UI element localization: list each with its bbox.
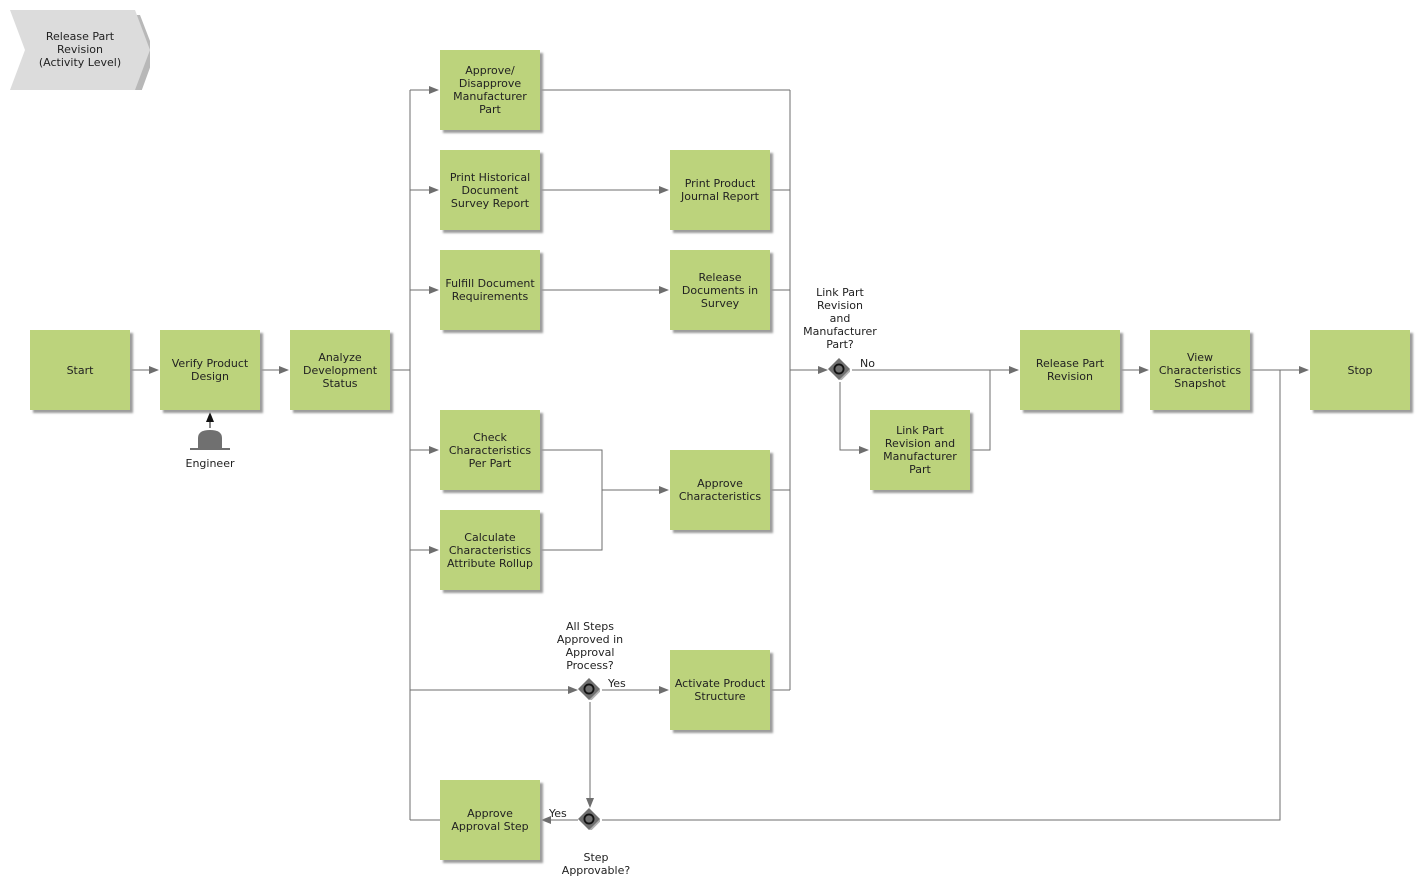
person-icon — [190, 430, 230, 450]
task-check-characteristics[interactable]: Check Characteristics Per Part — [440, 410, 540, 490]
task-link-part-revision[interactable]: Link Part Revision and Manufacturer Part — [870, 410, 970, 490]
task-print-journal-report[interactable]: Print Product Journal Report — [670, 150, 770, 230]
task-activate-label: Activate Product Structure — [674, 677, 766, 703]
gateway-step-approvable[interactable] — [578, 808, 600, 830]
task-release-docs-label: Release Documents in Survey — [681, 270, 759, 310]
task-verify-label: Verify Product Design — [171, 357, 249, 383]
gateway-link-part-label: Link Part Revision and Manufacturer Part… — [803, 286, 877, 351]
task-calculate-characteristics[interactable]: Calculate Characteristics Attribute Roll… — [440, 510, 540, 590]
task-verify-product-design[interactable]: Verify Product Design — [160, 330, 260, 410]
task-print-journal-label: Print Product Journal Report — [680, 177, 759, 203]
task-approve-step-label: Approve Approval Step — [451, 807, 529, 833]
task-start[interactable]: Start — [30, 330, 130, 410]
task-activate-product-structure[interactable]: Activate Product Structure — [670, 650, 770, 730]
task-fulfill-document-requirements[interactable]: Fulfill Document Requirements — [440, 250, 540, 330]
gateway-step-approvable-label: Step Approvable? — [561, 851, 631, 877]
task-view-characteristics-snapshot[interactable]: View Characteristics Snapshot — [1150, 330, 1250, 410]
task-approve-manufacturer-part[interactable]: Approve/ Disapprove Manufacturer Part — [440, 50, 540, 130]
task-view-snapshot-label: View Characteristics Snapshot — [1158, 350, 1242, 390]
task-fulfill-label: Fulfill Document Requirements — [445, 277, 535, 303]
process-title: Release Part Revision (Activity Level) — [38, 30, 122, 69]
task-link-part-label: Link Part Revision and Manufacturer Part — [883, 424, 957, 476]
gateway-all-steps-approved[interactable] — [578, 678, 600, 700]
task-approve-characteristics[interactable]: Approve Characteristics — [670, 450, 770, 530]
task-release-documents[interactable]: Release Documents in Survey — [670, 250, 770, 330]
task-check-char-label: Check Characteristics Per Part — [448, 430, 532, 470]
role-label-engineer: Engineer — [185, 457, 235, 470]
task-print-historical-report[interactable]: Print Historical Document Survey Report — [440, 150, 540, 230]
task-calc-char-label: Calculate Characteristics Attribute Roll… — [446, 530, 533, 570]
task-release-part-label: Release Part Revision — [1035, 357, 1105, 383]
process-title-shape — [10, 10, 150, 90]
task-stop-label: Stop — [1347, 363, 1373, 377]
task-stop[interactable]: Stop — [1310, 330, 1410, 410]
flow-label-yes-activate: Yes — [608, 677, 626, 690]
task-approve-approval-step[interactable]: Approve Approval Step — [440, 780, 540, 860]
task-print-hist-label: Print Historical Document Survey Report — [449, 170, 531, 210]
task-approve-char-label: Approve Characteristics — [678, 477, 762, 503]
flow-label-yes-approve-step: Yes — [549, 807, 567, 820]
task-start-label: Start — [66, 363, 94, 377]
task-approve-mfr-label: Approve/ Disapprove Manufacturer Part — [453, 64, 527, 116]
gateway-link-part-decision[interactable] — [828, 358, 850, 380]
task-release-part-revision[interactable]: Release Part Revision — [1020, 330, 1120, 410]
flow-label-no: No — [860, 357, 875, 370]
task-analyze-label: Analyze Development Status — [302, 350, 378, 390]
task-analyze-development-status[interactable]: Analyze Development Status — [290, 330, 390, 410]
gateway-all-steps-label: All Steps Approved in Approval Process? — [556, 620, 624, 672]
